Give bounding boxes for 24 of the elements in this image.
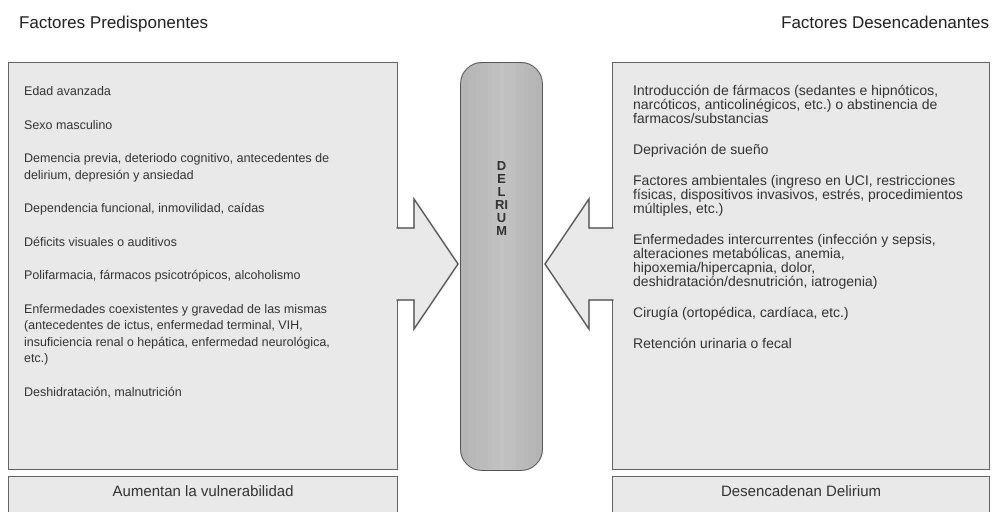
panel-heading: Factores Predisponentes [19,13,208,33]
factor-item: Dependencia funcional, inmovilidad, caídas [24,200,266,216]
factor-item: Factores ambientales (ingreso en UCI, restricciones físicas, dispositivos invasivos, estrés, procedimientos múltiples, etc.) [633,173,964,215]
summary-text: Aumentan la vulnerabilidad [112,483,294,500]
factor-item: Cirugía (ortopédica, cardíaca, etc.) [633,305,850,319]
block-arrow [396,196,459,332]
factor-item: Deshidratación, malnutrición [24,384,183,400]
summary-text: Desencadenan Delirium [720,483,882,500]
factor-item: Introducción de fármacos (sedantes e hipnóticos, narcóticos, anticolinégicos, etc.) o abstinencia de farmacos/substancias [633,83,940,125]
summary-box [8,476,398,512]
rounded-pill [460,62,543,471]
summary-box [612,476,990,512]
factor-item: Edad avanzada [24,83,112,100]
factor-item: Enfermedades coexistentes y gravedad de las mismas (antecedentes de ictus, enfermedad terminal, VIH, insuficiencia renal o hepática, enfermedad neurológica, etc.) [24,300,331,366]
vertical-label: DELRIUM [495,159,508,237]
factor-item: Polifarmacia, fármacos psicotrópicos, alcoholismo [24,267,302,284]
factor-item: Déficits visuales o auditivos [24,234,178,250]
block-arrow [544,196,614,332]
factor-item: Sexo masculino [24,116,114,133]
panel-heading: Factores Desencadenantes [781,13,989,33]
factor-item: Demencia previa, deteriodo cognitivo, antecedentes de delirium, depresión y ansiedad [24,150,330,183]
factor-item: Enfermedades intercurrentes (infección y sepsis, alteraciones metabólicas, anemia, hipoxemia/hipercapnia, dolor, deshidratación/desnutrición, iatrogenia) [633,232,937,288]
factor-item: Retención urinaria o fecal [633,336,793,350]
factor-item: Deprivación de sueño [633,142,770,156]
